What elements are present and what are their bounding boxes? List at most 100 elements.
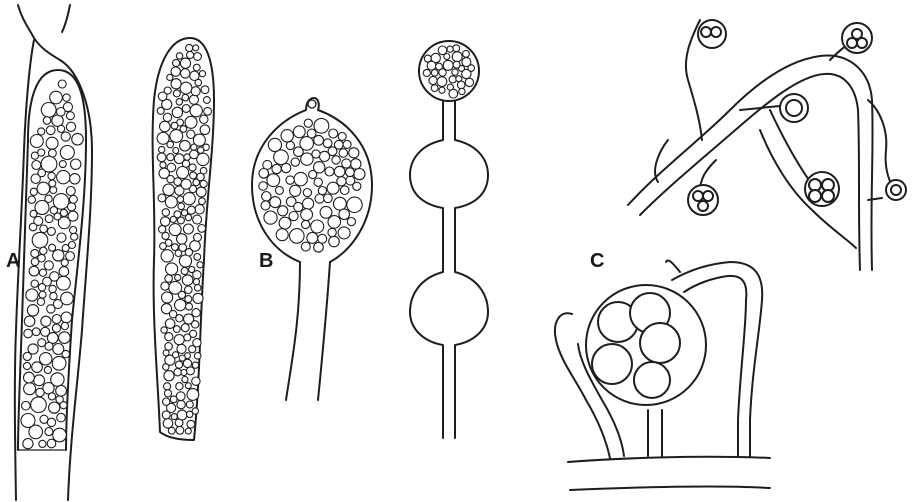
cell <box>162 209 169 216</box>
cell <box>185 116 197 128</box>
cell <box>52 115 63 126</box>
cell <box>181 268 188 275</box>
cell <box>186 401 193 408</box>
cell <box>57 170 70 183</box>
cell <box>31 397 47 413</box>
cell <box>195 205 204 214</box>
cell <box>301 153 313 165</box>
cell <box>192 309 200 317</box>
cell <box>453 61 460 68</box>
cell <box>437 77 447 87</box>
cell <box>192 408 198 414</box>
cell <box>61 292 74 305</box>
cell <box>63 94 70 101</box>
panel-a-column-drawing <box>153 38 214 440</box>
cell <box>279 217 291 229</box>
cell <box>259 169 269 179</box>
cell <box>40 353 52 365</box>
cell <box>289 212 298 221</box>
cell <box>272 164 281 173</box>
cell <box>179 255 191 267</box>
cell <box>49 402 60 413</box>
cell <box>162 411 170 419</box>
cell <box>38 128 45 135</box>
cell <box>424 55 431 62</box>
cell <box>301 209 313 221</box>
cell <box>194 285 201 292</box>
cell <box>198 147 204 153</box>
cell <box>39 269 46 276</box>
cell <box>465 78 473 86</box>
cell <box>342 159 351 168</box>
cell <box>47 305 55 313</box>
cell <box>170 396 177 403</box>
cell <box>32 362 43 373</box>
cell <box>294 172 307 185</box>
cell <box>165 196 177 208</box>
cell <box>57 413 66 422</box>
cell <box>23 362 30 369</box>
cell <box>190 104 202 116</box>
cell <box>177 344 186 353</box>
cell <box>45 342 53 350</box>
cell <box>447 46 453 52</box>
cell <box>24 329 33 338</box>
cell <box>165 319 175 329</box>
cell <box>320 206 332 218</box>
cell <box>275 186 283 194</box>
cell <box>30 188 37 195</box>
cell <box>34 375 45 386</box>
cell <box>169 310 176 317</box>
cell <box>334 197 347 210</box>
cell <box>48 393 55 400</box>
cell <box>182 377 188 383</box>
cell <box>181 69 190 78</box>
cell <box>50 91 63 104</box>
cell <box>199 198 206 205</box>
cell <box>38 169 46 177</box>
cell <box>293 126 305 138</box>
cell <box>187 51 194 58</box>
cell <box>175 299 186 310</box>
cell <box>165 333 173 341</box>
cell <box>59 267 69 277</box>
cell <box>68 211 78 221</box>
cell <box>172 244 179 251</box>
cell <box>21 414 35 428</box>
cell <box>339 209 350 220</box>
cell <box>24 383 36 395</box>
cell <box>27 305 38 316</box>
cell <box>315 194 324 203</box>
cell <box>303 198 314 209</box>
cell <box>187 389 199 401</box>
cell <box>167 74 173 80</box>
cell <box>175 361 182 368</box>
cells-panel-a-column <box>157 44 211 434</box>
cell <box>193 45 199 51</box>
cell <box>328 216 341 229</box>
cell <box>52 324 60 332</box>
cell <box>290 229 305 244</box>
cell <box>354 169 365 180</box>
cell <box>197 173 205 181</box>
cell <box>173 59 180 66</box>
cell <box>185 249 192 256</box>
cell <box>194 233 202 241</box>
cell <box>28 196 35 203</box>
cell <box>276 229 288 241</box>
cell <box>468 65 475 72</box>
cell <box>26 289 38 301</box>
cell <box>169 224 181 236</box>
cell <box>40 247 47 254</box>
cell <box>57 108 66 117</box>
cell <box>334 166 345 177</box>
cell <box>24 316 35 327</box>
cell <box>163 419 173 429</box>
cell <box>38 254 46 262</box>
cell <box>176 383 183 390</box>
cell <box>346 168 355 177</box>
cell <box>200 125 210 135</box>
cell <box>194 254 201 261</box>
cell <box>190 150 199 159</box>
